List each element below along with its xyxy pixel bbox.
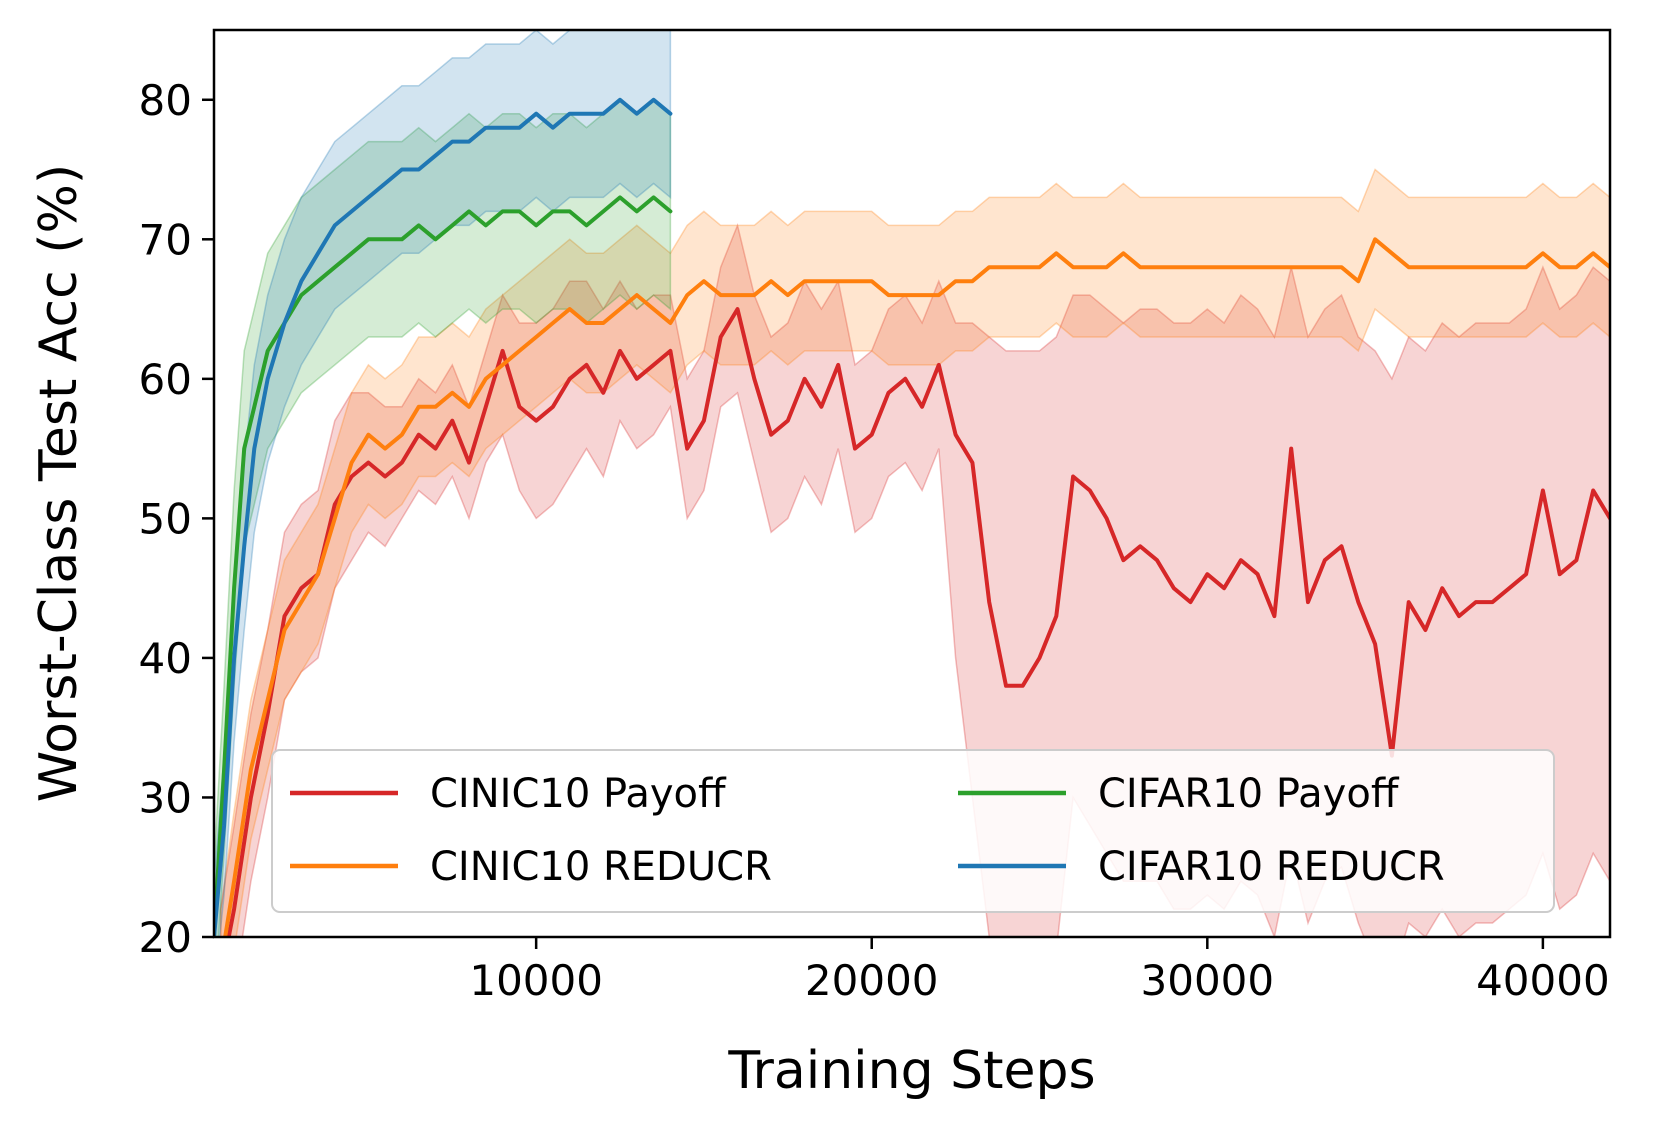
legend-box [271, 749, 1555, 913]
y-tick-label: 40 [139, 634, 192, 683]
plot-frame [212, 28, 1612, 939]
y-tick-label: 50 [139, 494, 192, 543]
line-cinic10-payoff [226, 307, 1610, 937]
band-cifar10-payoff [214, 98, 672, 937]
x-tick-label: 40000 [1476, 956, 1610, 1005]
x-tick-label: 30000 [1141, 956, 1275, 1005]
series-lines [214, 97, 1610, 937]
y-tick-label: 60 [139, 355, 192, 404]
y-tick-label: 30 [139, 773, 192, 822]
legend-label: CIFAR10 Payoff [1098, 771, 1400, 817]
line-cinic10-reducr [223, 237, 1610, 937]
y-tick-label: 20 [139, 913, 192, 962]
legend-label: CINIC10 Payoff [430, 771, 727, 817]
legend-label: CINIC10 REDUCR [430, 844, 772, 890]
y-axis: 20 30 40 50 60 70 80 [139, 76, 214, 962]
x-axis: 10000 20000 30000 40000 [469, 937, 1610, 1005]
line-cifar10-payoff [214, 195, 673, 937]
x-tick-label: 10000 [469, 956, 603, 1005]
line-cifar10-reducr [214, 97, 673, 937]
legend-label: CIFAR10 REDUCR [1098, 844, 1445, 890]
y-axis-label: Worst-Class Test Acc (%) [29, 164, 89, 802]
y-tick-label: 70 [139, 215, 192, 264]
x-axis-label: Training Steps [727, 1041, 1095, 1101]
band-cinic10-reducr [219, 168, 1610, 937]
x-tick-label: 20000 [805, 956, 939, 1005]
band-cifar10-reducr [214, 30, 672, 937]
y-tick-label: 80 [139, 76, 192, 125]
